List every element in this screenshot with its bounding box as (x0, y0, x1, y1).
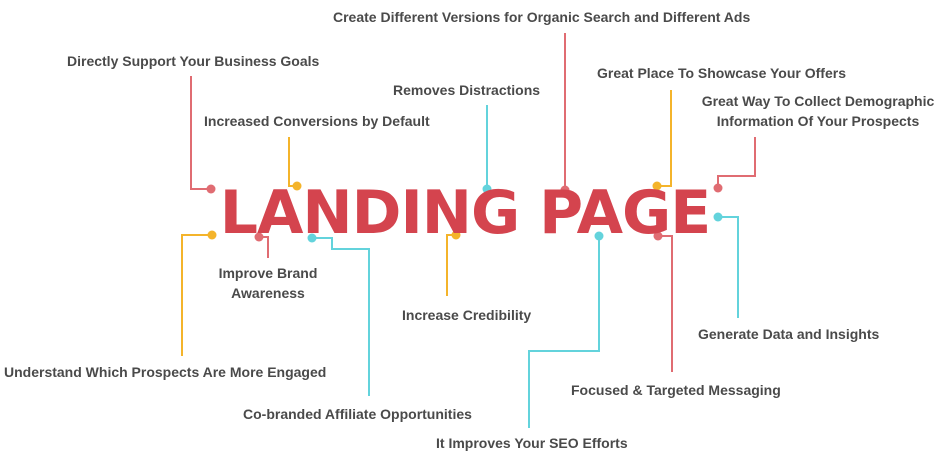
connector-demographic (717, 137, 756, 188)
label-business-goals: Directly Support Your Business Goals (67, 53, 320, 69)
dot-showcase-offers (652, 181, 662, 191)
label-targeted-messaging: Focused & Targeted Messaging (571, 382, 781, 398)
dot-demographic (713, 183, 723, 193)
connector-data-insights (718, 216, 739, 318)
label-organic-search: Create Different Versions for Organic Se… (333, 9, 751, 25)
label-credibility: Increase Credibility (402, 307, 532, 323)
dot-seo (594, 231, 604, 241)
label-brand-awareness-line1: Improve Brand (218, 265, 318, 281)
main-title: LANDING PAGE (219, 178, 712, 248)
label-brand-awareness: Improve Brand Awareness (208, 263, 328, 303)
dot-credibility (451, 230, 461, 240)
connector-showcase-offers (657, 90, 672, 187)
label-data-insights: Generate Data and Insights (698, 326, 880, 342)
dot-business-goals (206, 184, 216, 194)
label-brand-awareness-line2: Awareness (231, 285, 305, 301)
dot-removes-distractions (482, 184, 492, 194)
label-showcase-offers: Great Place To Showcase Your Offers (597, 65, 846, 81)
dot-brand-awareness (254, 232, 264, 242)
dot-data-insights (713, 212, 723, 222)
connector-seo (528, 236, 600, 428)
label-demographic-line1: Great Way To Collect Demographic (701, 93, 935, 109)
label-conversions: Increased Conversions by Default (204, 113, 430, 129)
dot-engaged-prospects (207, 230, 217, 240)
label-removes-distractions: Removes Distractions (393, 82, 541, 98)
label-demographic: Great Way To Collect Demographic Informa… (690, 91, 946, 131)
label-engaged-prospects: Understand Which Prospects Are More Enga… (4, 364, 327, 380)
dot-conversions (292, 181, 302, 191)
label-demographic-line2: Information Of Your Prospects (716, 113, 920, 129)
label-seo: It Improves Your SEO Efforts (436, 435, 628, 451)
dot-organic-search (560, 185, 570, 195)
dot-affiliate (307, 233, 317, 243)
dot-targeted-messaging (653, 231, 663, 241)
connector-affiliate (312, 237, 370, 396)
connector-engaged-prospects (181, 234, 212, 356)
connector-business-goals (190, 76, 211, 190)
connector-targeted-messaging (658, 235, 673, 372)
label-affiliate: Co-branded Affiliate Opportunities (243, 406, 472, 422)
